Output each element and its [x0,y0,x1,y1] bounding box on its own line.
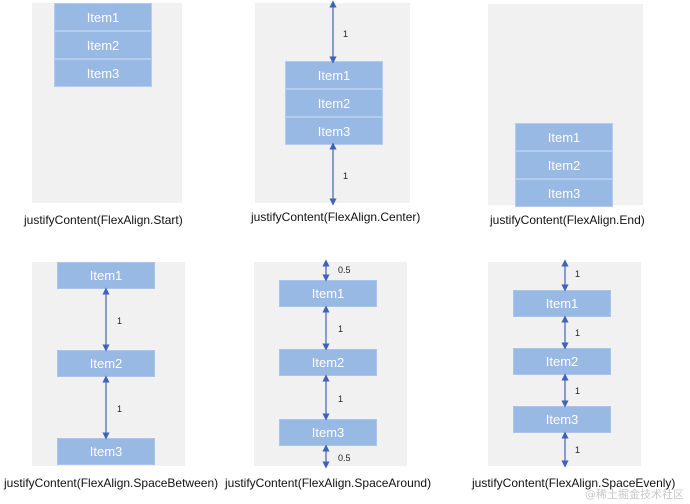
items-stack-start: Item1 Item2 Item3 [54,3,152,87]
caption-end: justifyContent(FlexAlign.End) [490,213,645,227]
flex-item-3: Item3 [279,419,377,446]
flex-item-1: Item1 [515,123,613,151]
flex-item-2: Item2 [54,31,152,59]
flex-item-1: Item1 [279,280,377,307]
caption-center: justifyContent(FlexAlign.Center) [251,210,421,224]
flex-item-2: Item2 [279,349,377,376]
flex-item-2: Item2 [513,348,611,375]
items-stack-end: Item1 Item2 Item3 [515,123,613,207]
flex-item-1: Item1 [285,61,383,89]
flex-item-3: Item3 [513,406,611,433]
flex-item-1: Item1 [57,262,155,289]
caption-space-evenly: justifyContent(FlexAlign.SpaceEvenly) [472,476,676,490]
flex-item-1: Item1 [513,290,611,317]
watermark: @稀土掘金技术社区 [585,488,684,501]
caption-space-between: justifyContent(FlexAlign.SpaceBetween) [4,476,219,490]
flex-item-2: Item2 [285,89,383,117]
caption-space-around: justifyContent(FlexAlign.SpaceAround) [225,476,432,490]
flex-item-3: Item3 [285,117,383,145]
items-stack-center: Item1 Item2 Item3 [285,61,383,145]
flex-item-2: Item2 [57,350,155,377]
flex-item-2: Item2 [515,151,613,179]
caption-start: justifyContent(FlexAlign.Start) [24,213,183,227]
flex-item-3: Item3 [54,59,152,87]
flex-item-3: Item3 [515,179,613,207]
flex-item-1: Item1 [54,3,152,31]
flex-item-3: Item3 [57,438,155,465]
